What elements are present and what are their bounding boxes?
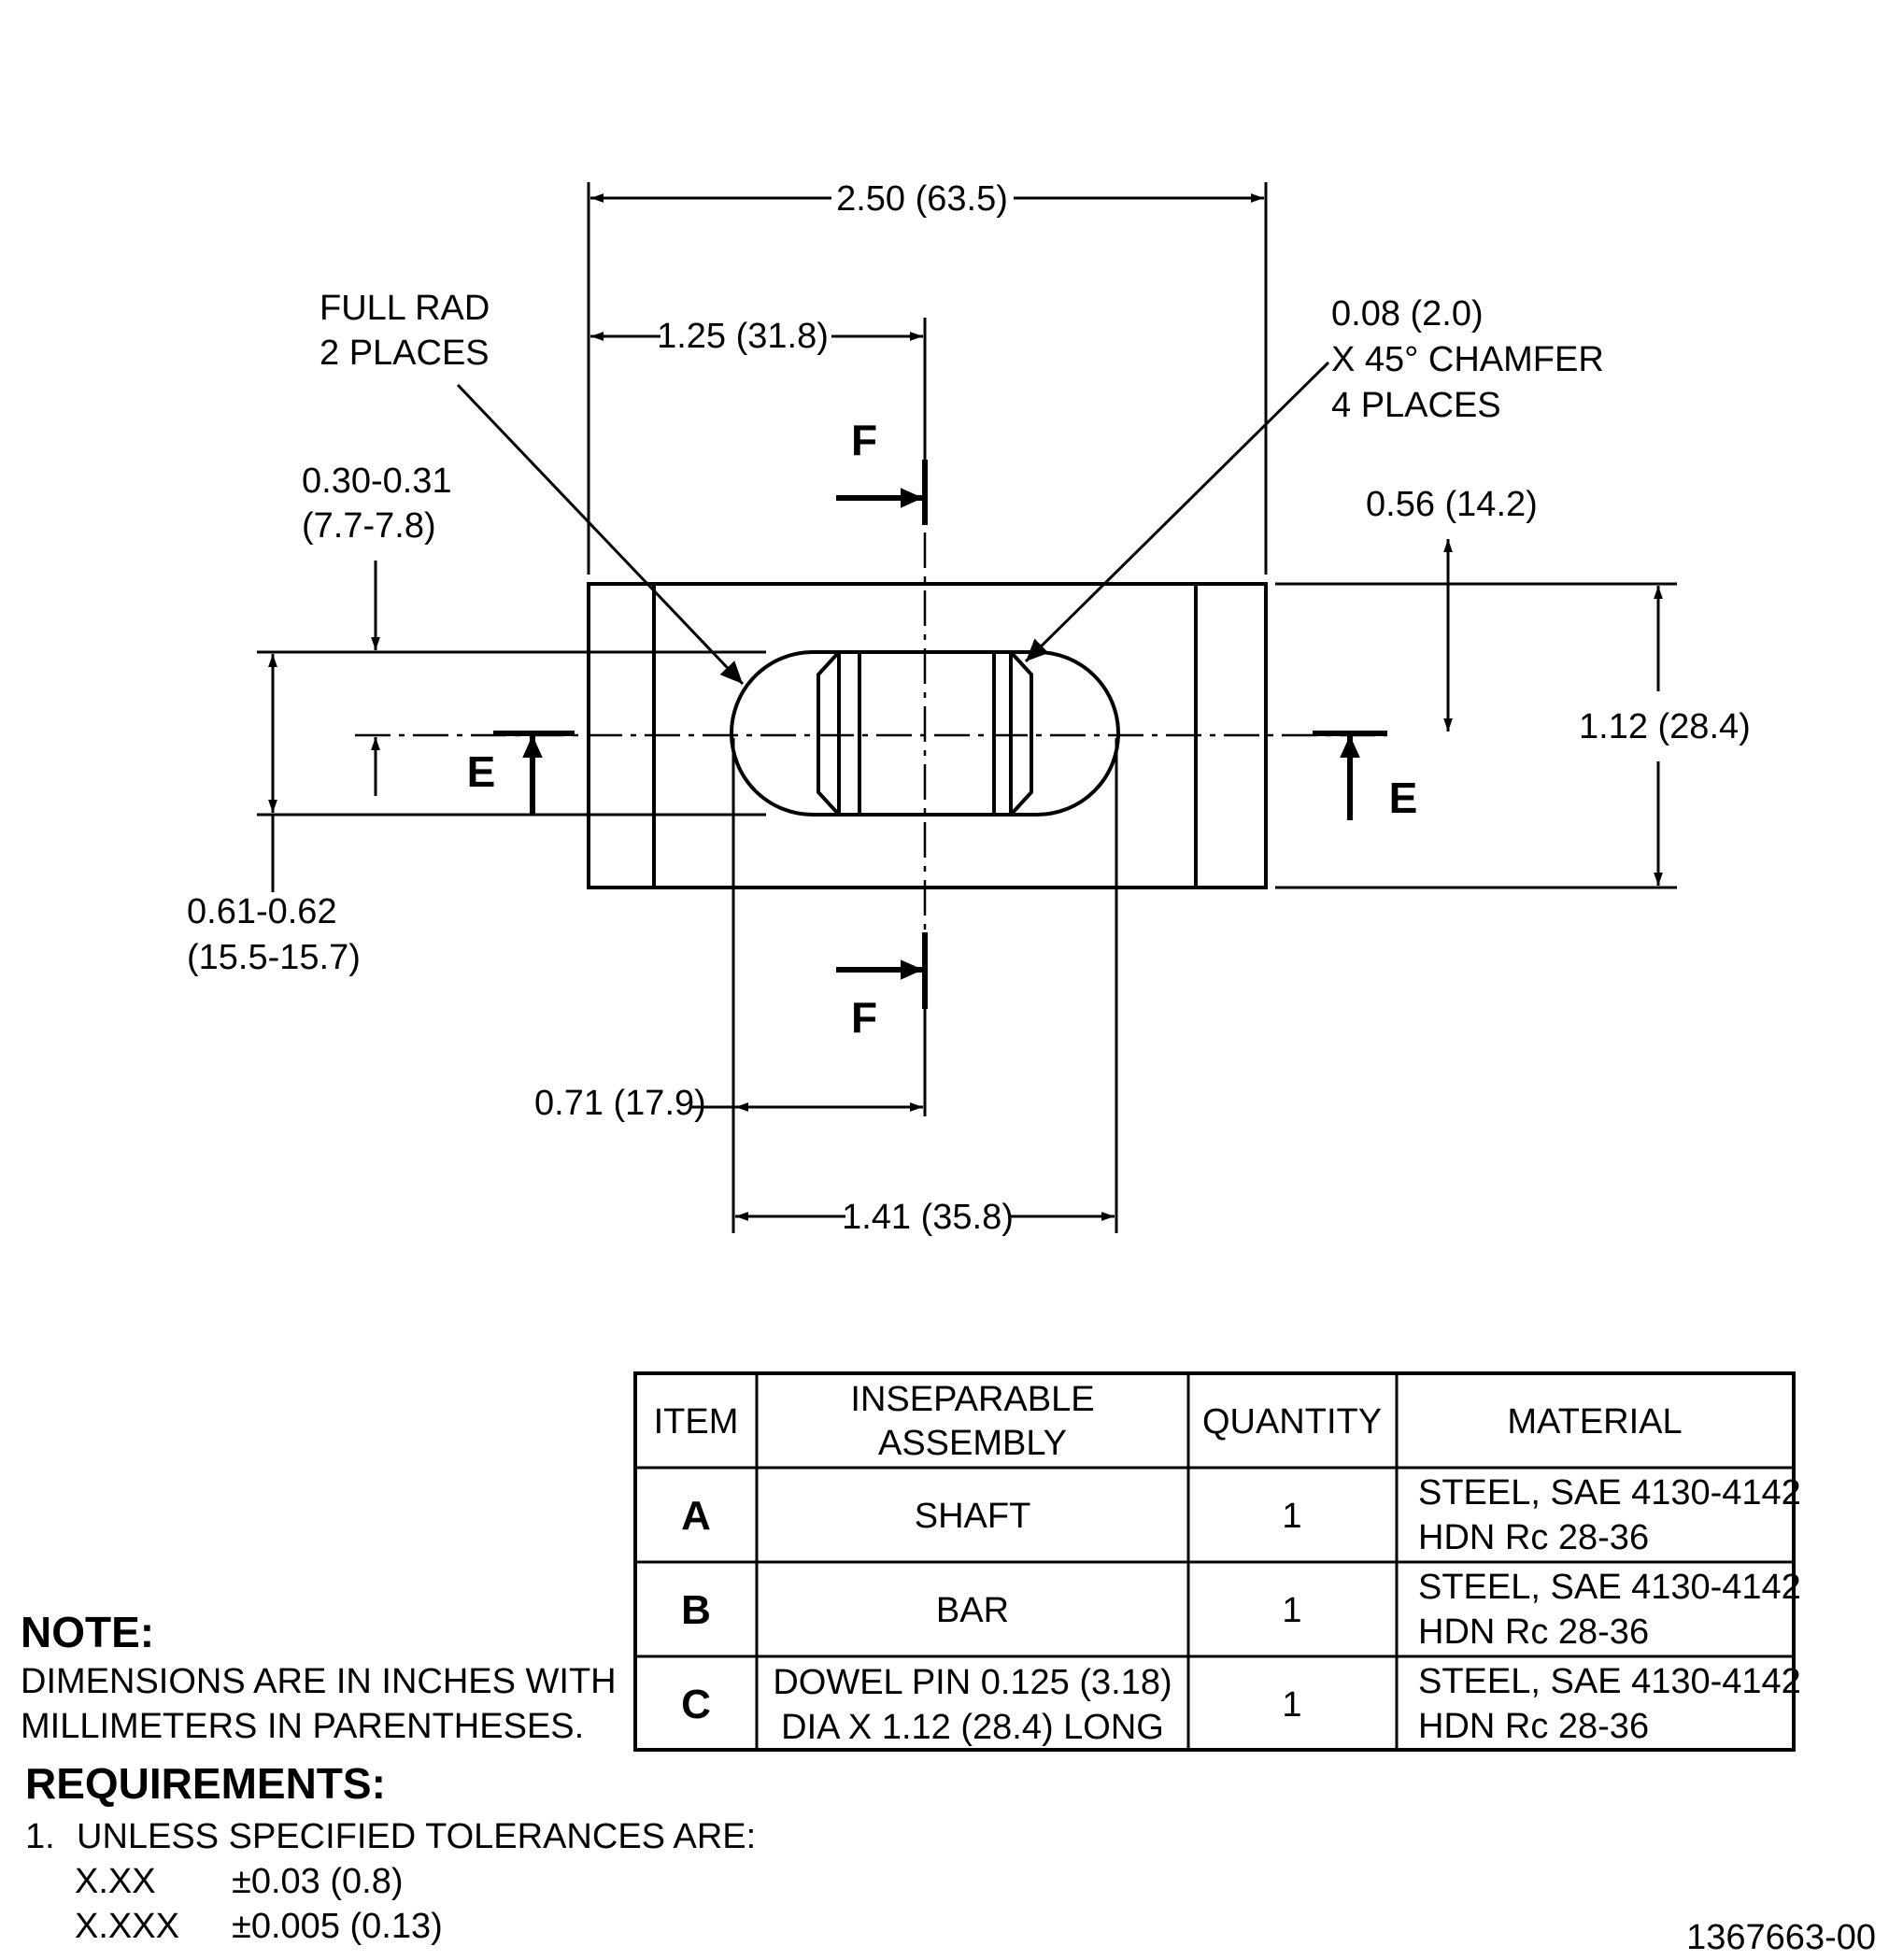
slot-half-line1: 0.30-0.31 — [302, 462, 452, 501]
dim-top-to-center-text: 0.56 (14.2) — [1366, 485, 1538, 524]
slot-width-line1: 0.61-0.62 — [187, 892, 337, 931]
full-rad-line1: FULL RAD — [320, 289, 490, 328]
tolerance-value-2: ±0.005 (0.13) — [232, 1907, 443, 1946]
dim-slot-offset-text: 0.71 (17.9) — [534, 1084, 706, 1123]
slot-half-line2: (7.7-7.8) — [302, 506, 436, 546]
full-rad-leader — [456, 383, 745, 686]
table-row-a-assembly: SHAFT — [915, 1497, 1031, 1536]
table-row-c-quantity: 1 — [1282, 1685, 1301, 1725]
chamfer-leader — [1024, 361, 1330, 663]
table-row-a-quantity: 1 — [1282, 1497, 1301, 1536]
section-f-bottom: F — [836, 932, 928, 1116]
table-header-assembly-1: INSEPARABLE — [850, 1380, 1094, 1419]
tolerance-format-1: X.XX — [75, 1862, 156, 1901]
center-lines — [355, 533, 1387, 934]
table-row-b-assembly: BAR — [936, 1591, 1009, 1630]
section-e-label-left: E — [467, 747, 496, 796]
table-header-item: ITEM — [654, 1402, 739, 1442]
note-title: NOTE: — [21, 1608, 154, 1656]
dim-height-text: 1.12 (28.4) — [1579, 707, 1751, 746]
parts-table — [633, 1371, 1796, 1752]
dim-top-to-center — [1275, 539, 1677, 889]
table-row-c-material-1: STEEL, SAE 4130-4142 — [1418, 1662, 1801, 1701]
dim-slot-length-text: 1.41 (35.8) — [842, 1198, 1014, 1237]
table-row-c-material-2: HDN Rc 28-36 — [1418, 1707, 1649, 1746]
slot-width-line2: (15.5-15.7) — [187, 938, 361, 977]
section-f-label-bottom: F — [851, 993, 877, 1042]
tolerance-format-2: X.XXX — [75, 1907, 179, 1946]
table-header-material: MATERIAL — [1507, 1402, 1682, 1442]
table-row-a-material-2: HDN Rc 28-36 — [1418, 1518, 1649, 1557]
dim-slot-half — [257, 561, 766, 817]
dim-overall-width-text: 2.50 (63.5) — [836, 179, 1008, 219]
section-f-top: F — [836, 318, 928, 525]
slot-outline — [730, 650, 1120, 817]
chamfer-line3: 4 PLACES — [1331, 386, 1501, 425]
table-row-c-item: C — [681, 1682, 711, 1727]
requirements-title: REQUIREMENTS: — [25, 1759, 386, 1808]
table-row-a-material-1: STEEL, SAE 4130-4142 — [1418, 1473, 1801, 1513]
section-e-left: E — [467, 731, 575, 816]
table-row-b-quantity: 1 — [1282, 1591, 1301, 1630]
full-rad-line2: 2 PLACES — [320, 334, 490, 373]
table-row-c-assembly-1: DOWEL PIN 0.125 (3.18) — [773, 1663, 1172, 1702]
section-f-label-top: F — [851, 416, 877, 464]
note-line-2: MILLIMETERS IN PARENTHESES. — [21, 1707, 584, 1746]
dowel-pin — [817, 650, 1033, 817]
chamfer-line1: 0.08 (2.0) — [1331, 294, 1484, 334]
table-row-b-material-1: STEEL, SAE 4130-4142 — [1418, 1568, 1801, 1607]
chamfer-line2: X 45° CHAMFER — [1331, 340, 1604, 379]
table-header-assembly-2: ASSEMBLY — [878, 1424, 1067, 1463]
table-row-a-item: A — [681, 1493, 711, 1539]
note-line-1: DIMENSIONS ARE IN INCHES WITH — [21, 1662, 617, 1701]
requirements-item-text: UNLESS SPECIFIED TOLERANCES ARE: — [77, 1817, 756, 1856]
drawing-number: 1367663-00 — [1686, 1918, 1876, 1957]
dim-slot-offset — [691, 738, 1118, 1233]
section-e-label-right: E — [1389, 774, 1418, 822]
table-header-quantity: QUANTITY — [1202, 1402, 1382, 1442]
table-row-b-material-2: HDN Rc 28-36 — [1418, 1612, 1649, 1652]
dim-half-width-text: 1.25 (31.8) — [657, 317, 829, 356]
requirements-item-number: 1. — [25, 1817, 55, 1856]
table-row-b-item: B — [681, 1587, 711, 1633]
dim-overall-width — [587, 182, 1268, 575]
section-e-right: E — [1313, 731, 1418, 822]
tolerance-value-1: ±0.03 (0.8) — [232, 1862, 404, 1901]
table-row-c-assembly-2: DIA X 1.12 (28.4) LONG — [781, 1708, 1164, 1747]
